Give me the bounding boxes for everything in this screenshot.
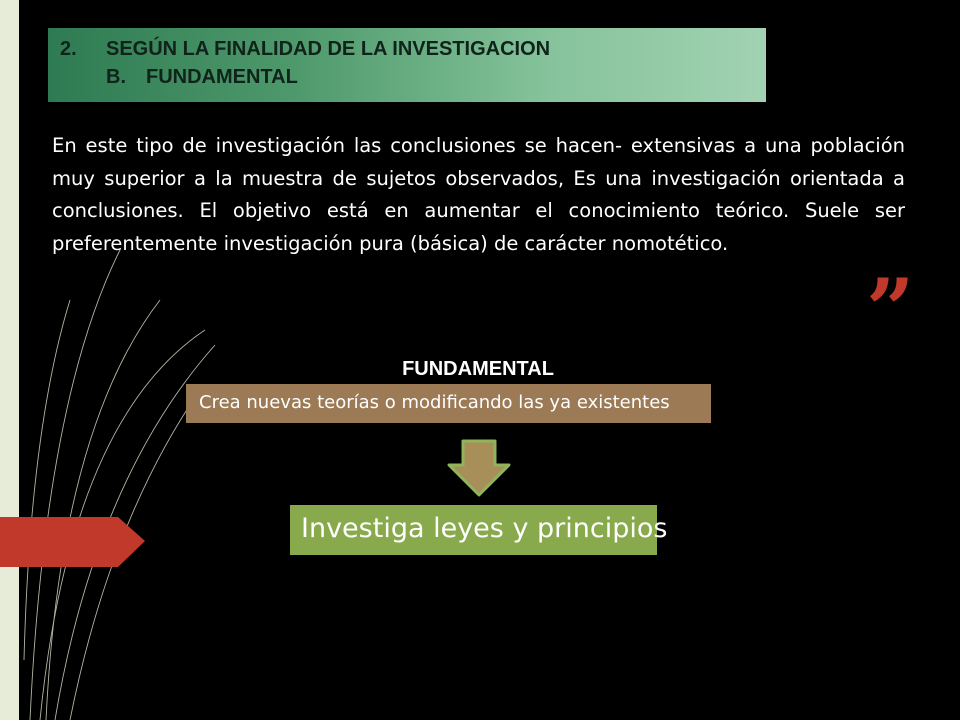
principles-box-text: Investiga leyes y principios bbox=[301, 513, 668, 544]
title-line-primary: 2. SEGÚN LA FINALIDAD DE LA INVESTIGACION bbox=[60, 35, 766, 63]
title-banner: 2. SEGÚN LA FINALIDAD DE LA INVESTIGACION… bbox=[48, 28, 766, 102]
closing-quote-icon: ” bbox=[866, 260, 915, 359]
down-arrow-icon bbox=[447, 439, 511, 497]
title-line-secondary: B. FUNDAMENTAL bbox=[60, 63, 766, 91]
diagram-label: FUNDAMENTAL bbox=[0, 358, 960, 381]
title-number: 2. bbox=[60, 38, 77, 60]
body-paragraph: En este tipo de investigación las conclu… bbox=[52, 134, 905, 255]
theory-box-text: Crea nuevas teorías o modificando las ya… bbox=[199, 392, 670, 413]
subtitle-text: FUNDAMENTAL bbox=[146, 66, 298, 88]
title-text: SEGÚN LA FINALIDAD DE LA INVESTIGACION bbox=[106, 38, 551, 60]
subtitle-letter: B. bbox=[106, 66, 126, 88]
principles-box bbox=[290, 505, 657, 555]
theory-box bbox=[186, 384, 711, 423]
diagram-label-text: FUNDAMENTAL bbox=[402, 358, 554, 380]
